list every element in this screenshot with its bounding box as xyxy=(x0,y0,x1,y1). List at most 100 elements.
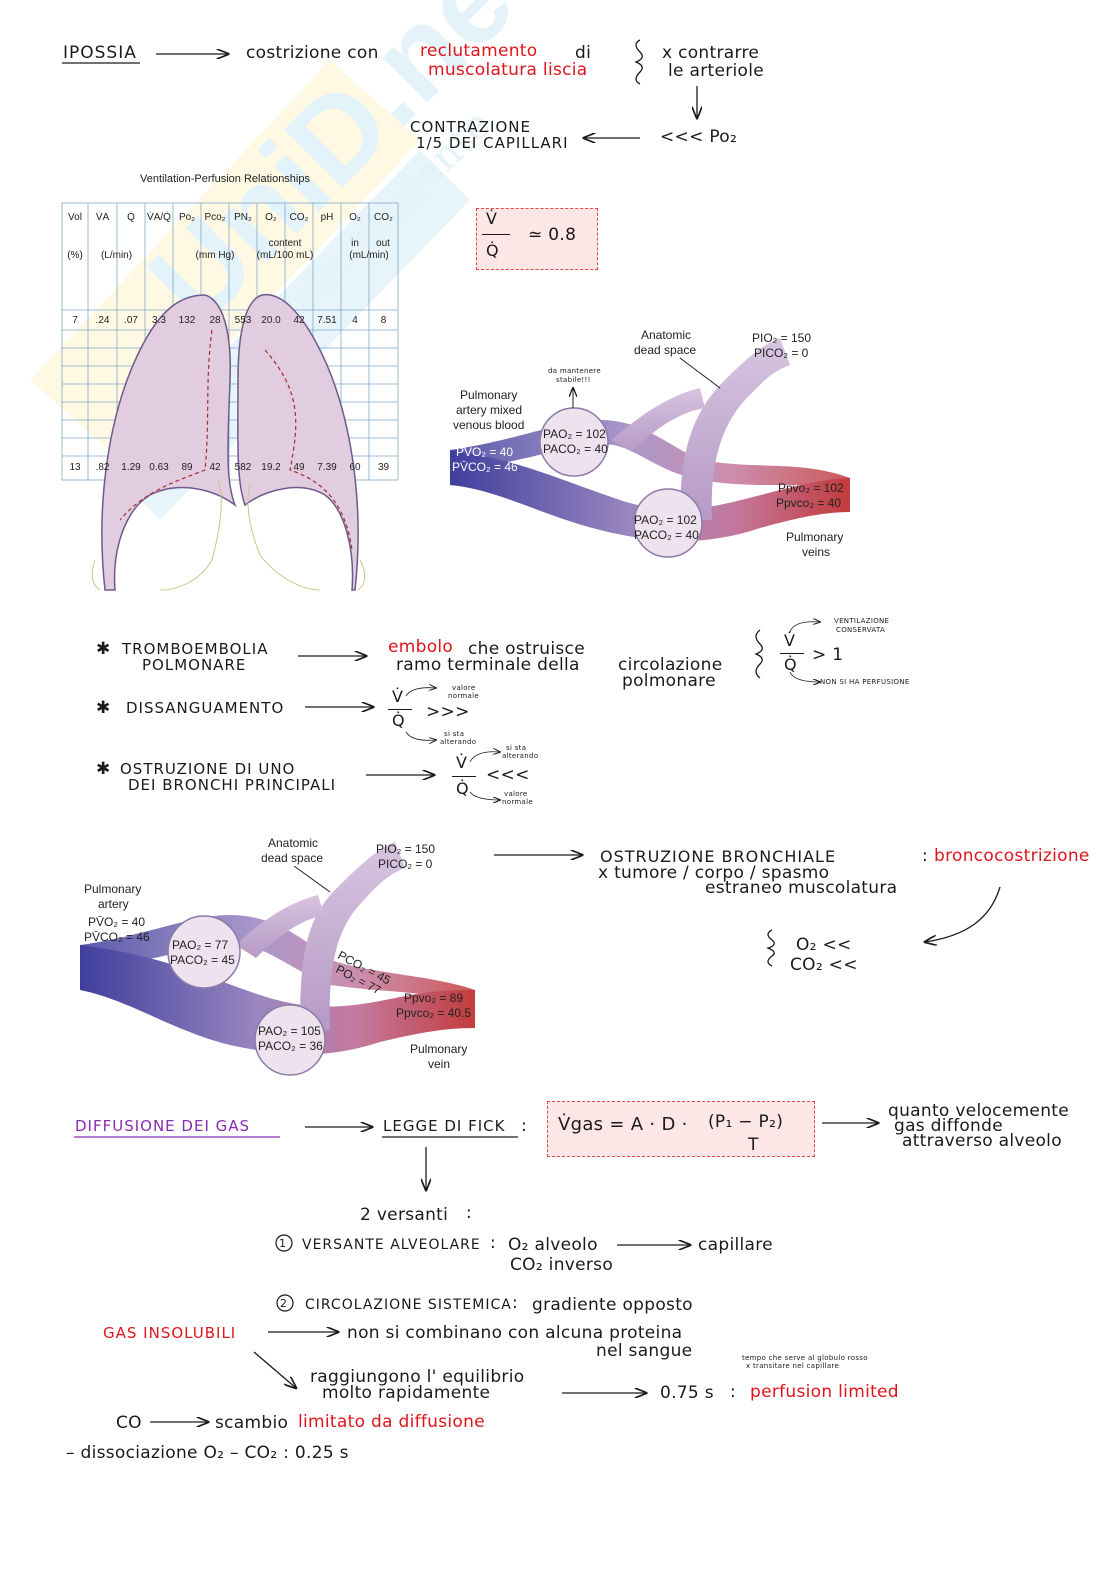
vq-bottom-cell-1: .82 xyxy=(88,462,117,473)
vq-top-cell-6: 553 xyxy=(229,315,257,326)
alv2-pio2: PIO₂ = 150 xyxy=(376,842,435,856)
obstruction-colon: : xyxy=(922,847,928,865)
versante-1-capillary: capillare xyxy=(698,1236,773,1254)
alv1-veins-1: Pulmonary xyxy=(786,530,843,544)
vq-unit-mlmin: (mL/min) xyxy=(341,250,397,261)
case3-fraction-bar xyxy=(452,776,476,777)
case3-note-top-1: si sta xyxy=(506,744,526,752)
vq-top-cell-2: .07 xyxy=(117,315,145,326)
alv1-upper-paco2: PACO₂ = 40 xyxy=(543,442,608,457)
alv2-vein-1: Pulmonary xyxy=(410,1042,467,1056)
insoluble-time-colon: : xyxy=(730,1383,736,1401)
case1-v: V̇ xyxy=(784,632,795,650)
alv2-pico2: PICO₂ = 0 xyxy=(378,857,432,871)
vq-header-8: CO₂ xyxy=(285,212,313,223)
vq-header-7: O₂ xyxy=(257,212,285,223)
vq-ratio-value: ≃ 0.8 xyxy=(528,226,576,244)
case3-note-top-2: alterando xyxy=(502,752,538,760)
case3-v: V̇ xyxy=(456,754,467,772)
alv2-artery-2: artery xyxy=(98,897,129,911)
diffusion-law-colon: : xyxy=(521,1117,527,1135)
alv2-lower-pao2: PAO₂ = 105 xyxy=(258,1024,321,1039)
vq-figure-title: Ventilation-Perfusion Relationships xyxy=(140,173,310,186)
vq-top-cell-4: 132 xyxy=(173,315,201,326)
vq-ratio-q: Q̇ xyxy=(486,242,499,260)
hypoxia-term: IPOSSIA xyxy=(63,44,137,62)
case2-q: Q̇ xyxy=(392,712,405,730)
vq-bottom-cell-9: 7.39 xyxy=(313,462,341,473)
case1-fraction-bar xyxy=(780,653,804,654)
vq-header-6: PN₂ xyxy=(229,212,257,223)
alv2-pvo2: PV̄O₂ = 40 xyxy=(88,915,145,929)
vq-header-5: Pco₂ xyxy=(201,212,229,223)
obstruction-co2: CO₂ << xyxy=(790,956,858,974)
vq-bottom-cell-11: 39 xyxy=(369,462,398,473)
insoluble-time: 0.75 s xyxy=(660,1384,714,1402)
hypoxia-purpose-2: le arteriole xyxy=(668,62,764,80)
alv1-ppvo2: Ppvo₂ = 102 xyxy=(778,481,844,495)
alv1-note-2: stabile!!! xyxy=(556,376,591,384)
alv2-vein-2: vein xyxy=(428,1057,450,1071)
case2-v: V̇ xyxy=(392,688,403,706)
versante-2-text: gradiente opposto xyxy=(532,1296,693,1314)
vq-header-1: V̇A xyxy=(88,212,117,223)
vq-header-4: Po₂ xyxy=(173,212,201,223)
insoluble-perfusion-limited: perfusion limited xyxy=(750,1383,899,1401)
case2-fraction-bar xyxy=(388,709,412,710)
case1-text-4: polmonare xyxy=(622,672,716,690)
obstruction-line-3: estraneo muscolatura xyxy=(705,879,897,897)
alv1-lower-pao2: PAO₂ = 102 xyxy=(634,513,697,528)
case3-star: ✱ xyxy=(96,760,111,778)
vq-ratio-v: V̇ xyxy=(486,210,497,228)
alv2-artery-1: Pulmonary xyxy=(84,882,141,896)
alv1-pio2: PIO₂ = 150 xyxy=(752,331,811,345)
vq-top-cell-0: 7 xyxy=(62,315,88,326)
insoluble-note-2: x transitare nel capillare xyxy=(746,1362,839,1370)
fick-formula-denominator: T xyxy=(748,1136,759,1154)
vq-top-cell-5: 28 xyxy=(201,315,229,326)
versante-2-label: CIRCOLAZIONE SISTEMICA xyxy=(305,1296,512,1314)
insoluble-text-1: non si combinano con alcuna proteina xyxy=(347,1324,682,1342)
vq-bottom-cell-4: 89 xyxy=(173,462,201,473)
vq-unit-in: in xyxy=(341,238,369,249)
vq-top-cell-9: 7.51 xyxy=(313,315,341,326)
case1-note-top-1: VENTILAZIONE xyxy=(834,617,889,625)
co-label: CO xyxy=(116,1414,142,1432)
vq-top-cell-8: 42 xyxy=(285,315,313,326)
vq-top-cell-10: 4 xyxy=(341,315,369,326)
case1-term-2: POLMONARE xyxy=(142,656,246,674)
vq-unit-out: out xyxy=(369,238,397,249)
diffusion-versanti-colon: : xyxy=(466,1204,472,1222)
vq-bottom-cell-8: 49 xyxy=(285,462,313,473)
case1-embolo: embolo xyxy=(388,638,453,656)
vq-bottom-cell-2: 1.29 xyxy=(117,462,145,473)
alv1-dead-space: dead space xyxy=(634,343,696,357)
hypoxia-smooth-muscle: muscolatura liscia xyxy=(428,61,588,79)
alv2-ppvco2: Ppvco₂ = 40.5 xyxy=(396,1006,471,1020)
diffusion-versanti: 2 versanti xyxy=(360,1206,448,1224)
vq-header-3: V̇A/Q̇ xyxy=(145,212,173,223)
case3-q: Q̇ xyxy=(456,780,469,798)
alv1-anatomic: Anatomic xyxy=(641,328,691,342)
fick-result-3: attraverso alveolo xyxy=(902,1132,1062,1150)
alv1-artery-3: venous blood xyxy=(453,418,524,432)
fick-formula-numerator: (P₁ − P₂) xyxy=(708,1113,783,1131)
vq-bottom-cell-10: 60 xyxy=(341,462,369,473)
diffusion-title: DIFFUSIONE DEI GAS xyxy=(75,1117,250,1135)
vq-unit-flow: (L/min) xyxy=(88,250,145,261)
versante-2-colon: : xyxy=(512,1294,518,1312)
insoluble-term: GAS INSOLUBILI xyxy=(103,1324,236,1342)
insoluble-text-2: nel sangue xyxy=(596,1342,692,1360)
hypoxia-low-po2: <<< Po₂ xyxy=(660,128,737,146)
hypoxia-contraction-2: 1/5 DEI CAPILLARI xyxy=(416,134,569,152)
vq-unit-pressure: (mm Hg) xyxy=(173,250,257,261)
versante-2-number: 2 xyxy=(280,1295,287,1313)
alv1-lower-paco2: PACO₂ = 40 xyxy=(634,528,699,543)
case1-q: Q̇ xyxy=(784,656,797,674)
case1-note-bottom: NON SI HA PERFUSIONE xyxy=(820,678,910,686)
dissociation-line: – dissociazione O₂ – CO₂ : 0.25 s xyxy=(66,1444,349,1462)
vq-header-0: Vol xyxy=(62,212,88,223)
alv1-pvo2: PV̄O₂ = 40 xyxy=(456,445,513,459)
alv2-upper-paco2: PACO₂ = 45 xyxy=(170,953,235,968)
obstruction-bronchoconstriction: broncocostrizione xyxy=(934,847,1090,865)
